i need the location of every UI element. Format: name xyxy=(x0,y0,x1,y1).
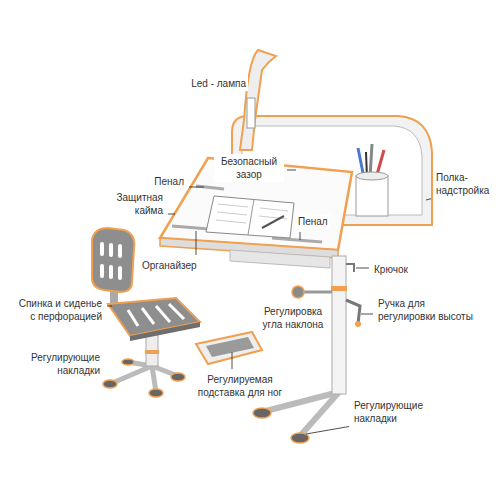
part-label: Регулируемая подставка для ног xyxy=(190,372,290,400)
leader-line xyxy=(232,352,233,369)
leader-line xyxy=(361,314,373,315)
leader-line xyxy=(306,427,349,434)
footrest xyxy=(196,332,262,364)
part-label: Пенал xyxy=(296,214,330,229)
leader-line xyxy=(189,187,204,188)
leader-line xyxy=(426,199,431,200)
leader-line xyxy=(356,268,369,269)
leader-line xyxy=(107,306,112,307)
part-label: Регулировка угла наклона xyxy=(258,304,328,332)
part-label: Крючок xyxy=(372,262,410,277)
part-label: Регулирующие накладки xyxy=(20,350,102,378)
pencil-holder xyxy=(356,144,388,216)
part-label: Полка- надстройка xyxy=(434,170,494,198)
part-label: Регулирующие накладки xyxy=(352,398,436,426)
leader-line xyxy=(300,232,301,240)
leader-line xyxy=(287,170,296,171)
part-label: Ручка для регулировки высоты xyxy=(376,296,476,324)
part-label: Органайзер xyxy=(140,258,199,273)
leader-line xyxy=(168,214,175,215)
part-label: Защитная кайма xyxy=(95,190,165,218)
part-label: Пенал xyxy=(152,174,186,189)
lamp xyxy=(240,50,276,150)
part-label: Безопасный зазор xyxy=(214,154,284,182)
part-label: Led - лампа xyxy=(189,76,248,91)
chair xyxy=(92,228,200,397)
desk-stand xyxy=(253,256,361,443)
part-label: Спинка и сиденье с перфорацией xyxy=(12,296,104,324)
leader-line xyxy=(196,231,197,255)
